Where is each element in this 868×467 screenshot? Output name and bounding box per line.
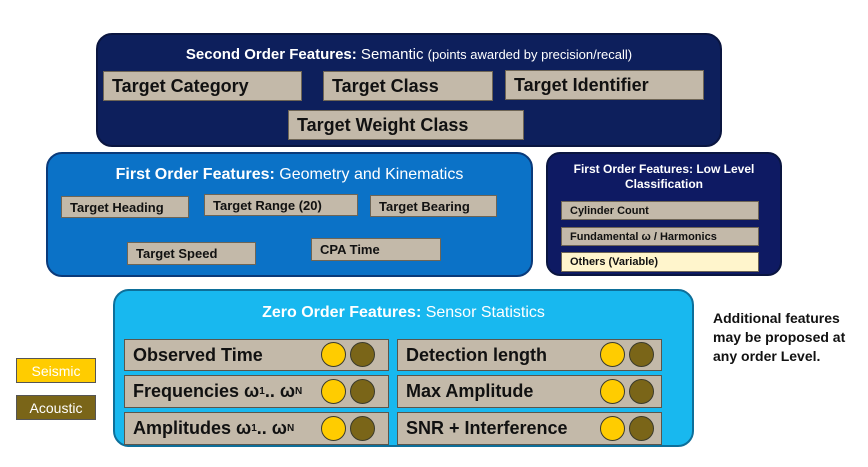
- seismic-dot: [321, 342, 346, 367]
- zero-order-panel: Zero Order Features: Sensor Statistics O…: [113, 289, 694, 447]
- second-order-title: Second Order Features: Semantic (points …: [185, 46, 633, 63]
- tag-others-variable: Others (Variable): [561, 252, 759, 272]
- tag-target-range: Target Range (20): [204, 194, 358, 216]
- first-order-geometry-panel: First Order Features: Geometry and Kinem…: [46, 152, 533, 277]
- first-order-low-level-title: First Order Features: Low Level Classifi…: [573, 162, 755, 191]
- zero-order-title: Zero Order Features: Sensor Statistics: [262, 304, 545, 321]
- additional-features-note: Additional features may be proposed at a…: [713, 310, 846, 364]
- seismic-dot: [600, 379, 625, 404]
- tag-cpa-time: CPA Time: [311, 238, 441, 261]
- tag-cylinder-count: Cylinder Count: [561, 201, 759, 220]
- tag-target-speed: Target Speed: [127, 242, 256, 265]
- tag-target-class: Target Class: [323, 71, 493, 101]
- tag-target-bearing: Target Bearing: [370, 195, 497, 217]
- tag-fundamental-harmonics: Fundamental ω / Harmonics: [561, 227, 759, 246]
- seismic-dot: [600, 342, 625, 367]
- second-order-panel: Second Order Features: Semantic (points …: [96, 33, 722, 147]
- tag-target-heading: Target Heading: [61, 196, 189, 218]
- acoustic-dot: [350, 379, 375, 404]
- acoustic-dot: [350, 416, 375, 441]
- seismic-dot: [321, 379, 346, 404]
- tag-target-weight-class: Target Weight Class: [288, 110, 524, 140]
- legend-acoustic: Acoustic: [16, 395, 96, 420]
- seismic-dot: [321, 416, 346, 441]
- first-order-geometry-title: First Order Features: Geometry and Kinem…: [115, 166, 464, 183]
- acoustic-dot: [350, 342, 375, 367]
- tag-target-category: Target Category: [103, 71, 302, 101]
- legend-seismic: Seismic: [16, 358, 96, 383]
- acoustic-dot: [629, 416, 654, 441]
- acoustic-dot: [629, 342, 654, 367]
- seismic-dot: [600, 416, 625, 441]
- tag-target-identifier: Target Identifier: [505, 70, 704, 100]
- acoustic-dot: [629, 379, 654, 404]
- first-order-low-level-panel: First Order Features: Low Level Classifi…: [546, 152, 782, 276]
